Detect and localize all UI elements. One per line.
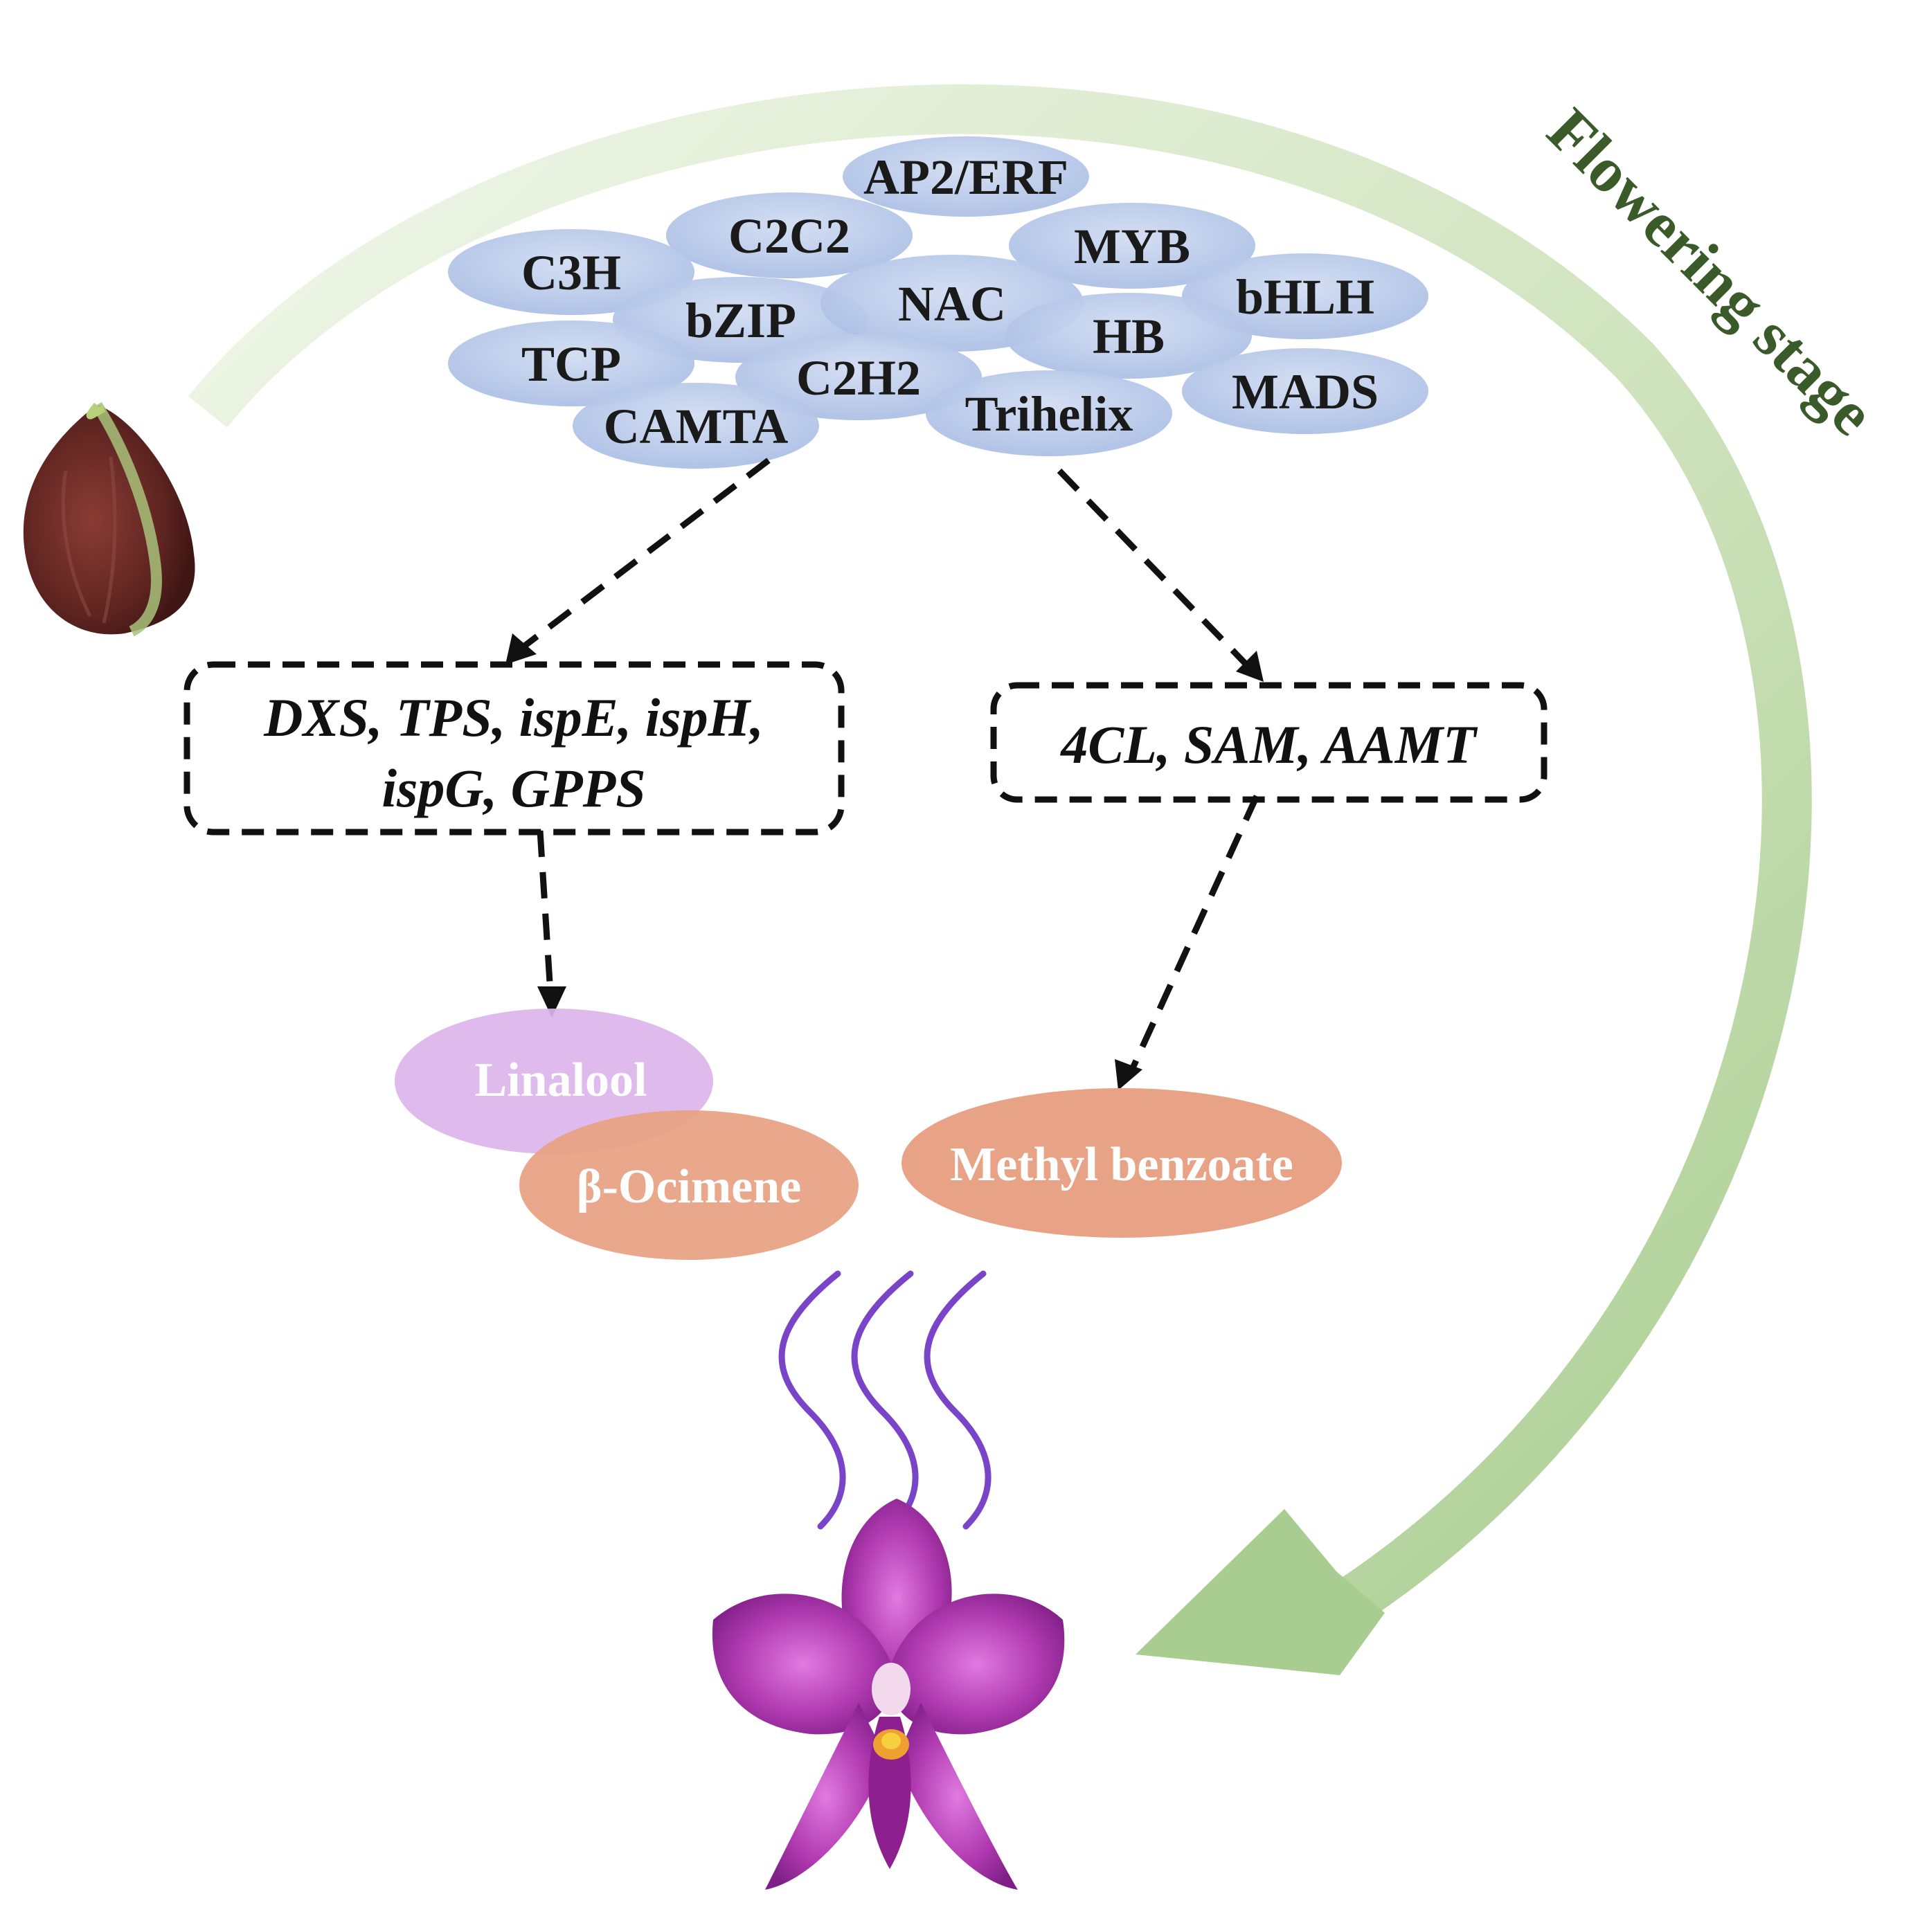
flowering-stage-label: Flowering stage bbox=[1534, 95, 1888, 449]
tf-oval-ap2-erf bbox=[843, 136, 1089, 217]
tf-label-myb: MYB bbox=[1074, 219, 1190, 274]
arrow-terpene-genes-to-linalool bbox=[537, 830, 554, 994]
terpene-gene-box: DXS, TPS, ispE, ispH, ispG, GPPS bbox=[183, 661, 845, 836]
tf-oval-tcp bbox=[448, 321, 694, 406]
tf-oval-c3h bbox=[448, 229, 694, 315]
benzenoid-genes-label: 4CL, SAM, AAMT bbox=[1059, 714, 1478, 775]
arrowhead-benzenoid bbox=[1236, 651, 1264, 682]
tf-label-hb: HB bbox=[1093, 309, 1165, 364]
flowering-stage-arrow bbox=[188, 84, 1812, 1675]
orchid-flower-image bbox=[712, 1499, 1065, 1890]
compound-methyl-benzoate: Methyl benzoate bbox=[901, 1088, 1342, 1238]
arrow-tf-to-terpene-genes bbox=[521, 458, 771, 650]
tf-label-bzip: bZIP bbox=[685, 293, 796, 348]
flower-bud-image bbox=[23, 401, 195, 637]
arrow-benzenoid-genes-to-methyl-benzoate bbox=[1129, 795, 1260, 1071]
tf-oval-hb bbox=[1005, 293, 1252, 379]
tf-oval-myb bbox=[1009, 203, 1255, 289]
tf-oval-bhlh bbox=[1182, 253, 1428, 339]
tf-oval-trihelix bbox=[926, 370, 1172, 456]
tf-oval-c2h2 bbox=[735, 334, 982, 420]
compound-ocimene: β-Ocimene bbox=[519, 1110, 859, 1260]
arrowhead-terpene bbox=[505, 633, 537, 665]
tf-label-c2c2: C2C2 bbox=[728, 208, 850, 264]
tf-label-mads: MADS bbox=[1232, 364, 1379, 419]
ocimene-label: β-Ocimene bbox=[577, 1160, 802, 1213]
arrowhead-linalool bbox=[537, 986, 566, 1018]
terpene-genes-line2: ispG, GPPS bbox=[382, 758, 645, 818]
regulation-arrows bbox=[521, 458, 1260, 1071]
tf-oval-mads bbox=[1182, 348, 1428, 434]
arrowheads bbox=[505, 633, 1264, 1090]
terpene-genes-line1: DXS, TPS, ispE, ispH, bbox=[263, 687, 764, 748]
arrowhead-methyl-benzoate bbox=[1115, 1059, 1142, 1090]
benzenoid-gene-box: 4CL, SAM, AAMT bbox=[990, 682, 1547, 803]
tf-label-ap2-erf: AP2/ERF bbox=[863, 150, 1068, 205]
arrow-tf-to-benzenoid-genes bbox=[1057, 468, 1249, 667]
scent-wave-icon bbox=[778, 1270, 992, 1530]
tf-oval-camta bbox=[573, 383, 819, 469]
tf-label-trihelix: Trihelix bbox=[965, 386, 1133, 442]
tf-label-tcp: TCP bbox=[521, 336, 621, 392]
tf-label-c3h: C3H bbox=[521, 245, 621, 300]
methyl-benzoate-label: Methyl benzoate bbox=[950, 1138, 1293, 1191]
tf-label-c2h2: C2H2 bbox=[796, 350, 921, 406]
tf-label-nac: NAC bbox=[898, 276, 1006, 332]
tf-oval-c2c2 bbox=[666, 192, 913, 278]
tf-label-camta: CAMTA bbox=[604, 399, 789, 454]
tf-label-bhlh: bHLH bbox=[1236, 269, 1374, 325]
linalool-label: Linalool bbox=[475, 1054, 647, 1107]
